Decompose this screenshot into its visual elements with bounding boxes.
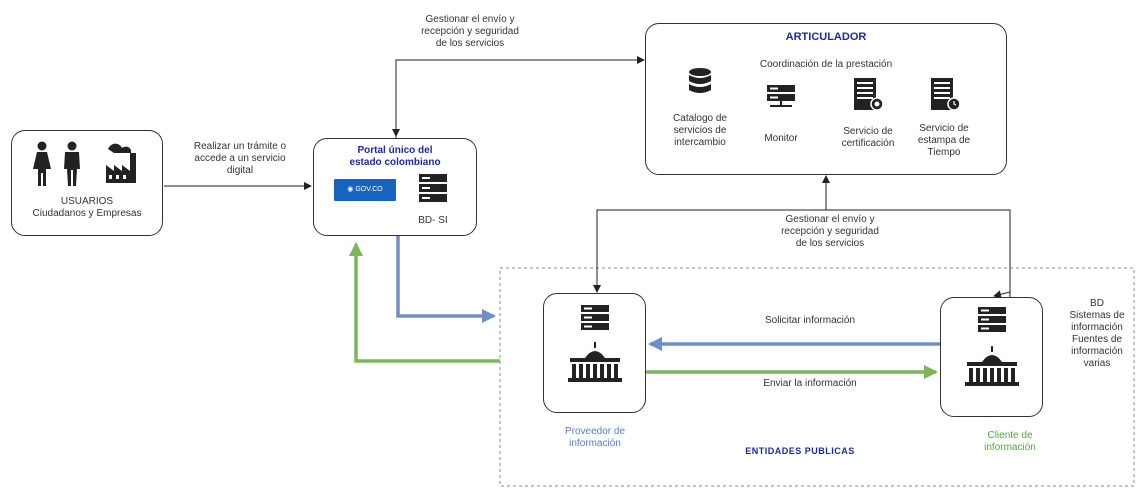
service-estampa-line-1: Servicio de (919, 123, 969, 134)
service-certificacion-label: Servicio de certificación (828, 126, 908, 150)
service-estampa-line-2: estampa de (917, 135, 971, 146)
gov-co-logo: ◉ GOV.CO (334, 179, 396, 201)
edge-entidades-articulador-line-3: de los servicios (795, 238, 865, 249)
service-catalogo-label: Catalogo de servicios de intercambio (660, 113, 740, 149)
monitor-server-icon (767, 85, 795, 107)
bd-sistemas-line-4: Fuentes de (1071, 334, 1123, 345)
woman-icon (33, 141, 51, 186)
cliente-label: Cliente de información (960, 430, 1060, 454)
timestamp-server-icon (931, 78, 961, 111)
proveedor-box (543, 293, 646, 413)
edge-usuarios-portal-label: Realizar un trámite o accede a un servic… (180, 141, 300, 177)
edge-portal-articulador-line-3: de los servicios (435, 38, 505, 49)
portal-title-line-1: Portal único del (357, 145, 433, 156)
edge-usuarios-portal-line-1: Realizar un trámite o (193, 141, 287, 152)
government-building-icon (965, 346, 1019, 386)
portal-db-label: BD- SI (418, 215, 448, 226)
service-certificacion-line-1: Servicio de (843, 126, 893, 137)
portal-title: Portal único del estado colombiano (314, 145, 476, 169)
server-icon (978, 307, 1006, 332)
edge-portal-articulador-line-1: Gestionar el envío y (425, 14, 515, 25)
usuarios-box: USUARIOS Ciudadanos y Empresas (11, 130, 163, 236)
flow-enviar-label: Enviar la información (763, 378, 857, 389)
government-building-icon (568, 342, 622, 382)
factory-icon (106, 143, 136, 183)
proveedor-label-line-1: Proveedor de (564, 426, 626, 437)
service-estampa-label: Servicio de estampa de Tiempo (904, 123, 984, 159)
edge-portal-articulador-label: Gestionar el envío y recepción y segurid… (400, 14, 540, 50)
edge-entidades-articulador-label: Gestionar el envío y recepción y segurid… (760, 214, 900, 250)
portal-title-line-2: estado colombiano (349, 157, 441, 168)
service-catalogo-line-3: intercambio (674, 137, 726, 148)
edge-cliente-articulador (826, 209, 1011, 297)
green-flow-entidades-portal (349, 242, 500, 363)
edge-portal-articulador (395, 56, 645, 138)
bd-sistemas-label: BD Sistemas de información Fuentes de in… (1056, 298, 1138, 370)
articulador-subtitle: Coordinación de la prestación (759, 59, 893, 70)
service-certificacion-line-2: certificación (841, 138, 895, 149)
flow-solicitar-label: Solicitar información (764, 315, 856, 326)
usuarios-title: USUARIOS (60, 196, 114, 207)
service-estampa-line-3: Tiempo (927, 147, 961, 158)
server-icon (419, 174, 447, 202)
bd-sistemas-line-3: información (1071, 322, 1123, 333)
cliente-box (940, 297, 1043, 417)
database-icon (689, 68, 711, 93)
gov-co-label: GOV.CO (355, 186, 383, 193)
edge-portal-articulador-line-2: recepción y seguridad (421, 26, 519, 37)
server-icon (581, 305, 609, 330)
certificate-server-icon (854, 78, 884, 111)
edge-articulador-proveedor (593, 209, 826, 293)
bd-sistemas-line-5: información (1071, 346, 1123, 357)
proveedor-label-line-2: información (569, 438, 621, 449)
proveedor-label: Proveedor de información (545, 426, 645, 450)
edge-entidades-articulador-line-1: Gestionar el envío y (785, 214, 875, 225)
articulador-title: ARTICULADOR (785, 31, 867, 43)
cliente-label-line-1: Cliente de (987, 430, 1033, 441)
bd-sistemas-line-6: varias (1083, 358, 1111, 369)
service-catalogo-line-2: servicios de (673, 125, 727, 136)
cliente-label-line-2: información (984, 442, 1036, 453)
edge-usuarios-portal-line-3: digital (226, 165, 254, 176)
bd-sistemas-line-1: BD (1090, 298, 1104, 309)
edge-to-cliente (993, 290, 1011, 299)
entidades-label: ENTIDADES PUBLICAS (745, 446, 855, 456)
bd-sistemas-line-2: Sistemas de (1069, 310, 1125, 321)
portal-box: Portal único del estado colombiano ◉ GOV… (313, 138, 477, 236)
service-monitor-label: Monitor (764, 133, 798, 144)
service-catalogo-line-1: Catalogo de (673, 113, 727, 124)
usuarios-subtitle: Ciudadanos y Empresas (32, 208, 142, 219)
articulador-box: ARTICULADOR Coordinación de la prestació… (645, 23, 1007, 175)
man-icon (64, 141, 80, 186)
blue-flow-portal-entidades (396, 236, 496, 323)
edge-entidades-articulador-line-2: recepción y seguridad (781, 226, 879, 237)
edge-usuarios-portal-line-2: accede a un servicio (194, 153, 286, 164)
